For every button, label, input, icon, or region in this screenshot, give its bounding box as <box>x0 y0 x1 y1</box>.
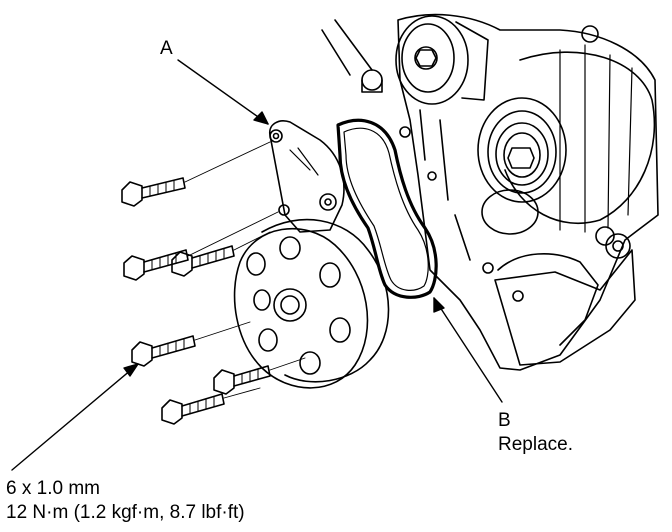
leader-arrow-b <box>433 297 503 403</box>
callout-b-label: B <box>498 410 511 431</box>
torque-bolt-size: 6 x 1.0 mm <box>6 478 100 499</box>
torque-value: 12 N·m (1.2 kgf·m, 8.7 lbf·ft) <box>6 502 245 523</box>
bolt-5 <box>213 365 271 395</box>
alternator <box>504 25 656 246</box>
mount-bracket <box>494 233 636 366</box>
pump-housing-a <box>268 120 345 233</box>
tensioner-pulley <box>361 15 489 105</box>
bolt-2 <box>123 249 189 281</box>
bolt-6 <box>161 393 225 425</box>
callout-a-label: A <box>160 38 173 59</box>
pump-impeller <box>233 218 390 389</box>
leader-arrow-a <box>177 59 269 125</box>
gasket-b <box>336 118 438 299</box>
bolt-3 <box>171 245 235 277</box>
leader-arrow-torque <box>11 363 139 471</box>
engine-block <box>321 13 659 371</box>
callout-b-note: Replace. <box>498 434 573 455</box>
grooved-pulley <box>477 97 567 235</box>
bolt-4 <box>131 335 196 367</box>
bolt-guide-lines <box>184 141 306 399</box>
bolt-1 <box>121 177 186 207</box>
